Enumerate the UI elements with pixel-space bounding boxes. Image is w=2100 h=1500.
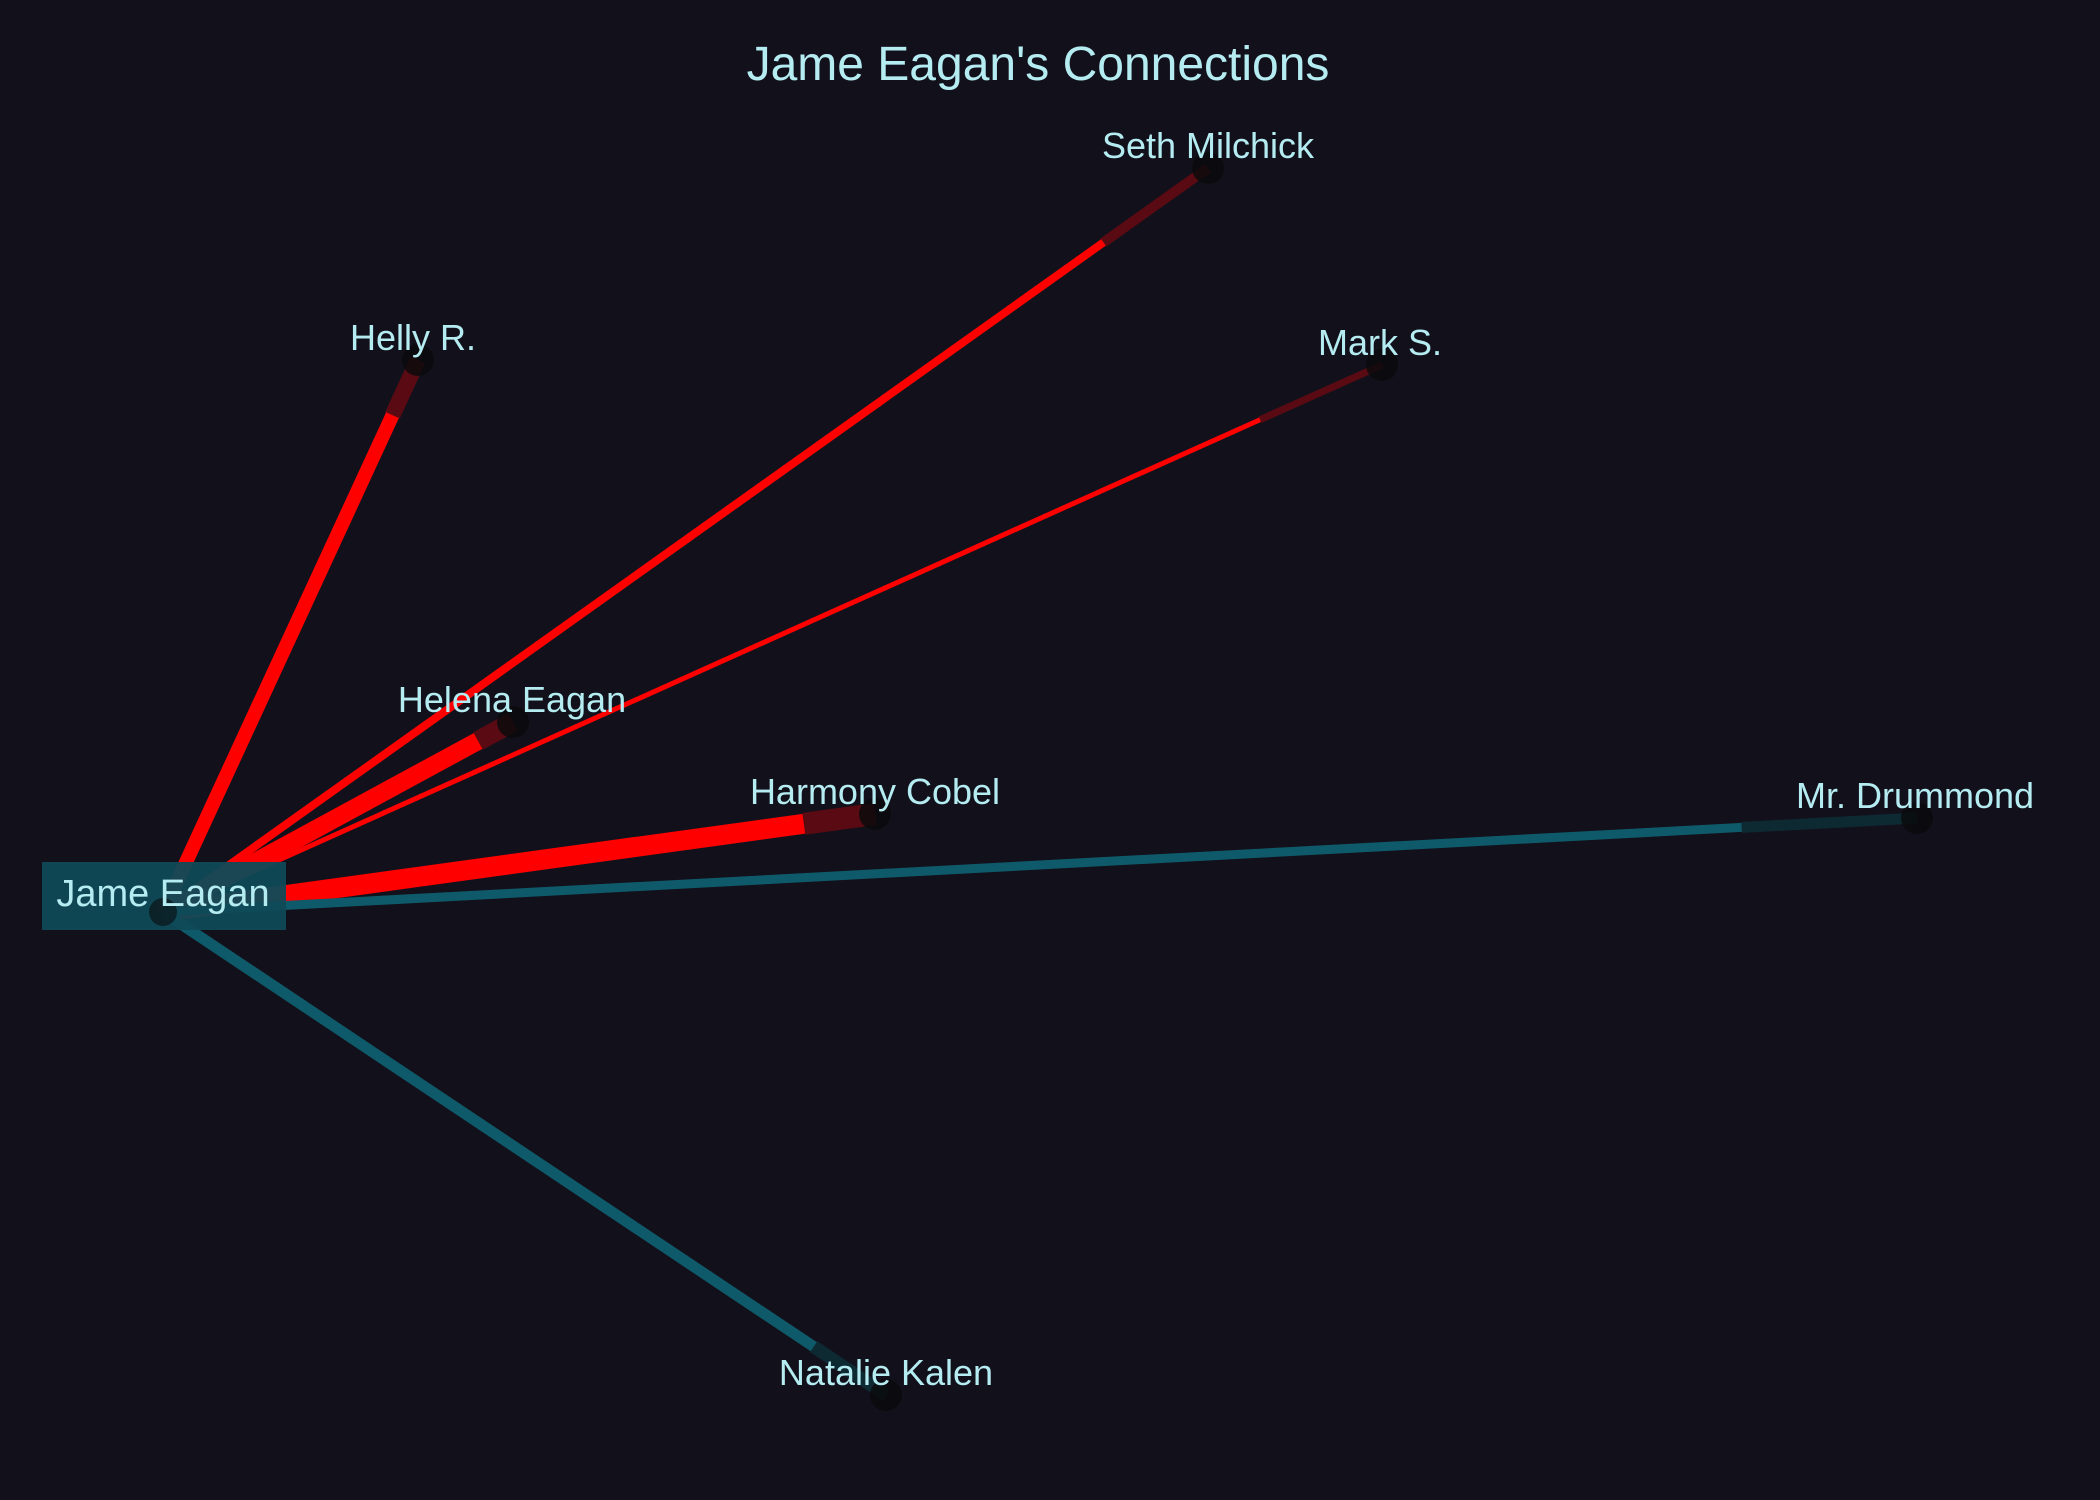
node-label-helena-eagan: Helena Eagan (398, 679, 626, 720)
center-node-label: Jame Eagan (56, 873, 269, 915)
edge-helly-r[interactable] (156, 357, 425, 915)
node-mark-s[interactable] (1366, 349, 1398, 381)
node-helly-r[interactable] (402, 344, 434, 376)
node-label-helly-r: Helly R. (350, 317, 476, 358)
edge-natalie-kalen[interactable] (159, 907, 890, 1400)
node-harmony-cobel[interactable] (859, 798, 891, 830)
edge-tip-mr-drummond (1741, 812, 1918, 833)
edge-tip-mark-s (1258, 361, 1384, 423)
edge-mr-drummond[interactable] (162, 813, 1918, 917)
node-label-mark-s: Mark S. (1318, 322, 1442, 363)
node-seth-milchick[interactable] (1192, 152, 1224, 184)
node-label-harmony-cobel: Harmony Cobel (750, 771, 1000, 812)
center-node[interactable]: Jame Eagan (42, 862, 286, 930)
edge-tip-seth-milchick (1100, 163, 1211, 247)
node-label-natalie-kalen: Natalie Kalen (779, 1352, 993, 1393)
node-label-seth-milchick: Seth Milchick (1102, 125, 1315, 166)
edge-mark-s[interactable] (161, 362, 1384, 915)
diagram-title: Jame Eagan's Connections (747, 38, 1330, 91)
nodes-layer (402, 152, 1933, 1411)
node-helena-eagan[interactable] (497, 706, 529, 738)
node-label-mr-drummond: Mr. Drummond (1796, 775, 2034, 816)
edge-seth-milchick[interactable] (160, 164, 1211, 916)
node-mr-drummond[interactable] (1901, 802, 1933, 834)
center-node-marker (149, 898, 177, 926)
node-natalie-kalen[interactable] (870, 1379, 902, 1411)
